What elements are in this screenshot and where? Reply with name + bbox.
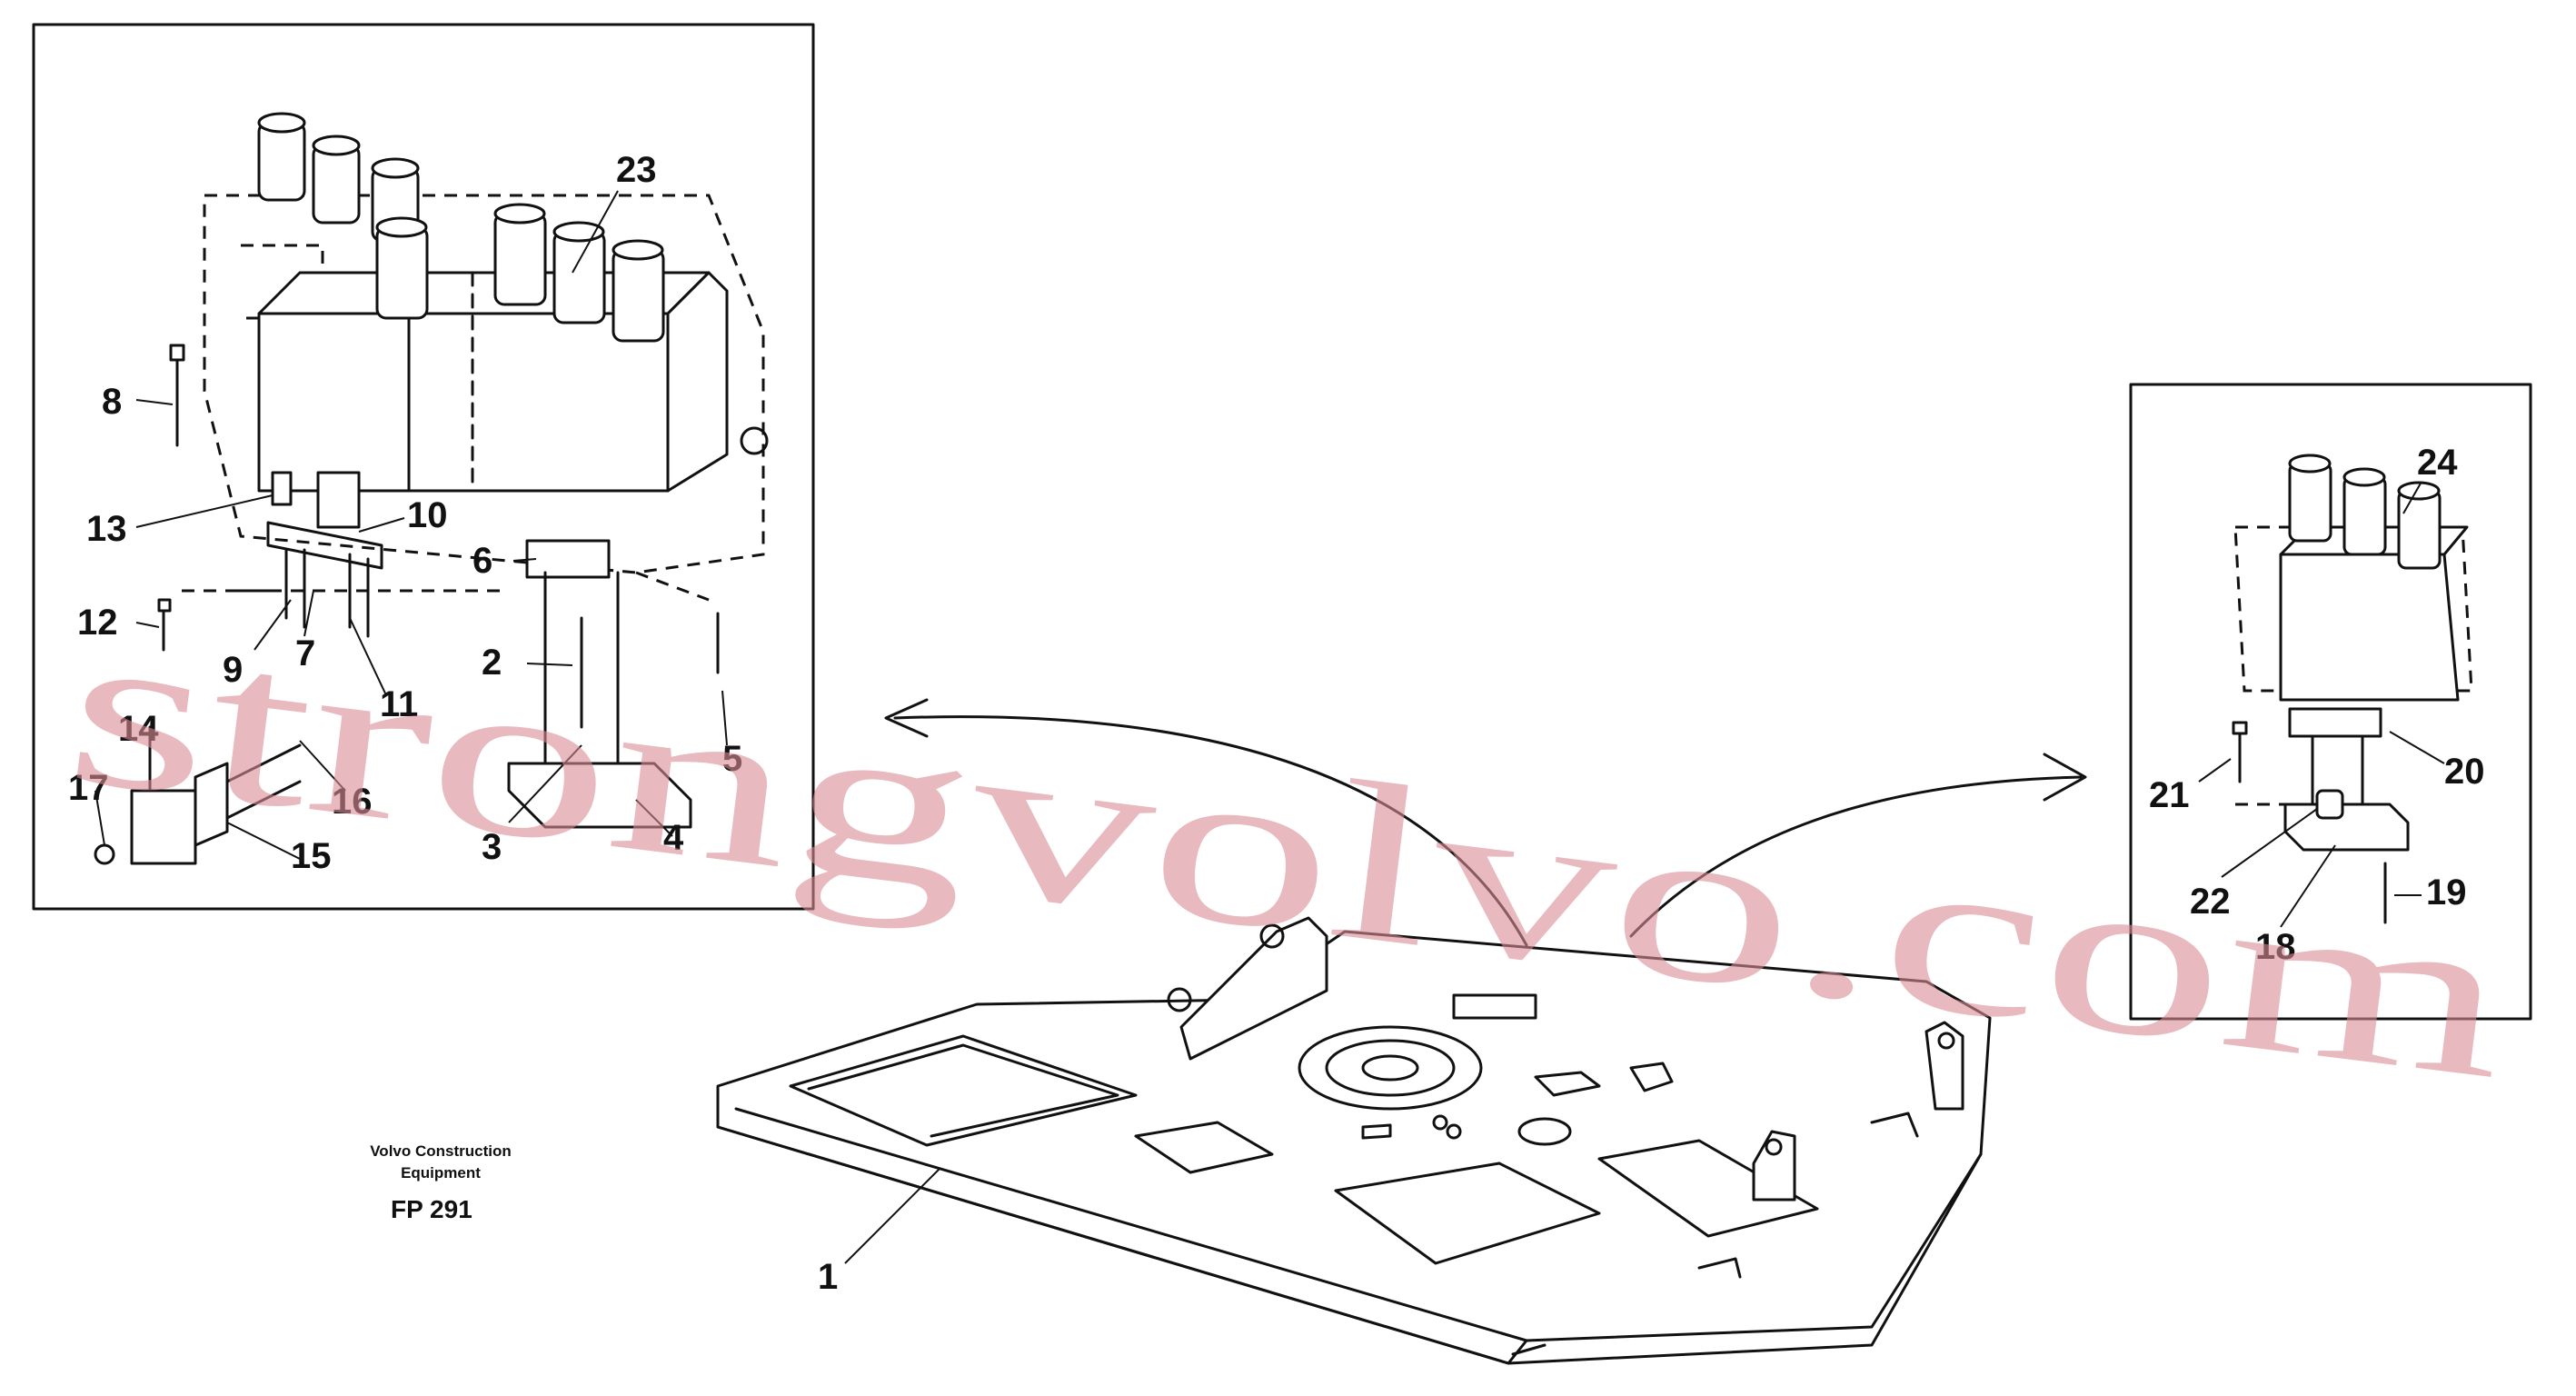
callout-20: 20	[2444, 752, 2485, 792]
valve-block-front	[257, 271, 769, 493]
callout-13: 13	[86, 509, 127, 549]
solenoid-coil-row	[257, 112, 665, 343]
callout-11: 11	[380, 684, 418, 724]
leader-lines-right	[2198, 481, 2445, 928]
diagram-caption: Volvo Construction Equipment FP 291	[370, 1142, 512, 1223]
caption-line-2: Equipment	[401, 1164, 481, 1182]
main-frame-assembly	[716, 916, 1992, 1365]
callout-2: 2	[482, 643, 502, 683]
callout-19: 19	[2426, 872, 2467, 912]
detail-box-left	[32, 23, 815, 911]
callout-6: 6	[472, 541, 492, 581]
callout-18: 18	[2255, 927, 2296, 967]
callout-21: 21	[2149, 775, 2190, 815]
callout-24: 24	[2417, 443, 2458, 483]
caption-line-1: Volvo Construction	[370, 1142, 512, 1160]
callout-22: 22	[2190, 882, 2231, 922]
callout-17: 17	[68, 768, 109, 808]
callout-10: 10	[407, 495, 448, 535]
callout-15: 15	[291, 836, 332, 876]
mounting-hardware	[94, 344, 720, 865]
callout-8: 8	[102, 382, 122, 422]
leader-lines-left	[94, 190, 728, 860]
callout-7: 7	[295, 633, 315, 673]
callout-23: 23	[616, 150, 657, 190]
detail-box-right	[2129, 383, 2532, 1021]
direction-arrows	[884, 698, 2087, 947]
callout-labels: 23 8 13 10 6 12 9 7 11 2 5 3 4 16 15 14 …	[68, 150, 2485, 1297]
callout-14: 14	[118, 709, 159, 749]
callout-4: 4	[663, 818, 684, 858]
callout-3: 3	[482, 827, 502, 867]
callout-9: 9	[223, 650, 243, 690]
callout-16: 16	[332, 782, 373, 822]
callout-12: 12	[77, 603, 118, 643]
callout-5: 5	[722, 739, 742, 779]
callout-1: 1	[818, 1257, 838, 1297]
diagram-code: FP 291	[391, 1195, 472, 1223]
